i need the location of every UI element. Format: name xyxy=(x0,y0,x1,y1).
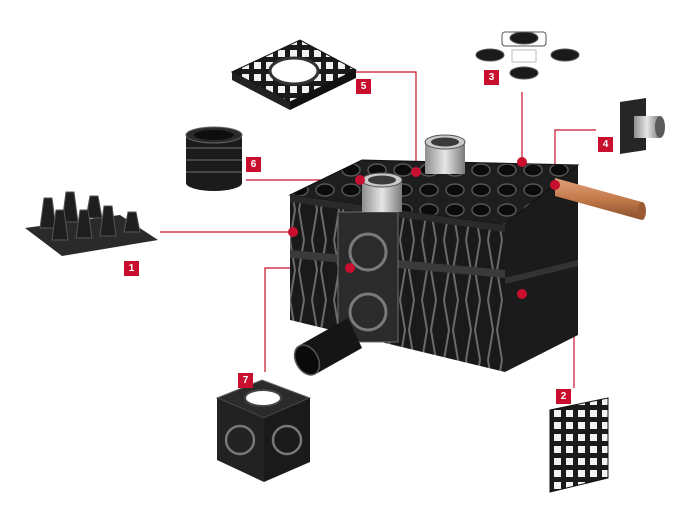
corrugated-inlet-pipe xyxy=(293,318,362,376)
callout-badge-5: 5 xyxy=(356,79,371,94)
main-tank-assembly xyxy=(288,134,646,376)
callout-dot-1 xyxy=(288,227,298,237)
shaft-riser xyxy=(185,126,243,191)
assembly-shaft-right xyxy=(424,134,466,174)
callout-badge-3: 3 xyxy=(484,70,499,85)
assembly-shaft-left xyxy=(361,172,403,212)
callout-dot-6 xyxy=(355,175,365,185)
inspection-cube xyxy=(215,379,312,482)
callout-badge-4: 4 xyxy=(598,137,613,152)
outlet-pipe xyxy=(555,178,646,220)
callout-badge-1: 1 xyxy=(124,261,139,276)
connector-clips xyxy=(475,31,580,80)
base-plate-with-columns xyxy=(25,191,158,256)
callout-badge-2: 2 xyxy=(556,389,571,404)
callout-dot-4 xyxy=(550,180,560,190)
top-cover-plate xyxy=(230,39,358,110)
callout-line-5 xyxy=(356,71,417,172)
callout-badge-6: 6 xyxy=(246,157,261,172)
callout-dot-7 xyxy=(345,263,355,273)
tank-right-face xyxy=(505,165,578,372)
callout-dot-3 xyxy=(517,157,527,167)
pipe-adapter xyxy=(620,98,665,154)
callout-dot-2 xyxy=(517,289,527,299)
side-grid-panel xyxy=(549,397,609,493)
callout-dot-5 xyxy=(411,167,421,177)
callout-badge-7: 7 xyxy=(238,373,253,388)
callout-dots xyxy=(288,157,560,299)
